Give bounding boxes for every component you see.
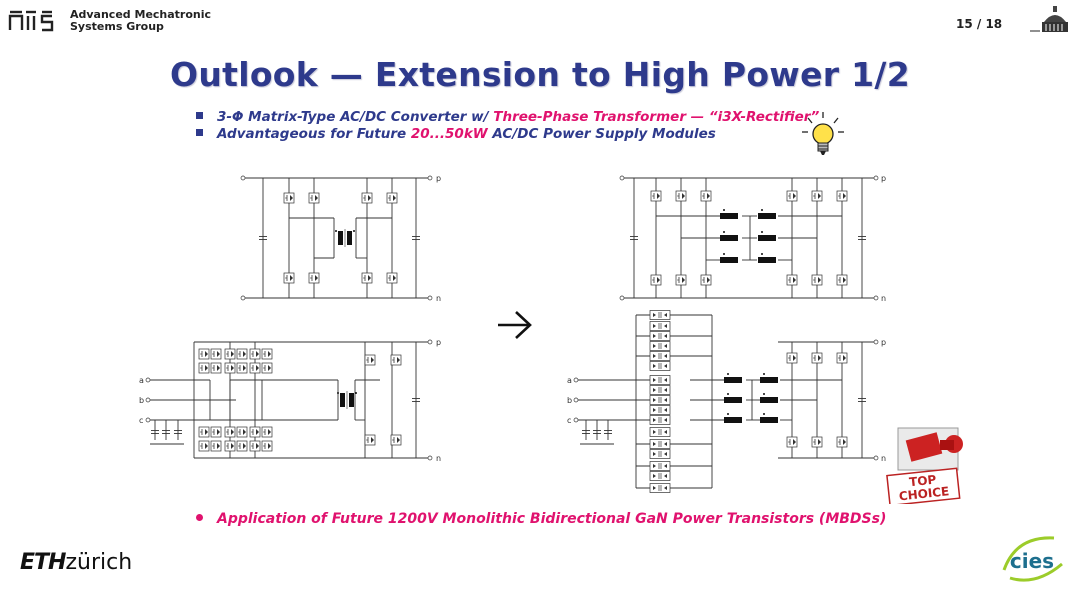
- page-title: Outlook — Extension to High Power 1/2: [169, 55, 911, 94]
- terminal-n: n: [436, 454, 441, 463]
- terminal-p: p: [881, 174, 886, 183]
- circuit-bottom-left: [148, 341, 430, 459]
- terminal-p: p: [436, 338, 441, 347]
- bullet-square-icon: [196, 112, 203, 119]
- terminal-c: c: [567, 416, 571, 425]
- terminal-p: p: [436, 174, 441, 183]
- bullet-dot-icon: [196, 514, 203, 521]
- bullet-text-post: AC/DC Power Supply Modules: [487, 126, 716, 142]
- top-choice-stamp: TOP CHOICE: [886, 427, 963, 504]
- terminal-n: n: [881, 294, 886, 303]
- arrow-right-icon: [498, 311, 532, 339]
- stamp-line2: CHOICE: [898, 484, 950, 503]
- terminal-b: b: [567, 396, 572, 405]
- cies-logo-text: cies: [1010, 549, 1054, 573]
- bullet-text: 3-Φ Matrix-Type AC/DC Converter w/: [217, 109, 494, 125]
- terminal-a: a: [139, 376, 144, 385]
- bullet-square-icon: [196, 129, 203, 136]
- page-number: 15 / 18: [956, 17, 1003, 31]
- bullet-highlight: Three-Phase Transformer — “i3X-Rectifier…: [493, 109, 820, 125]
- eth-logo-rest: zürich: [65, 550, 133, 575]
- terminal-n: n: [881, 454, 886, 463]
- lightbulb-icon: [802, 112, 844, 155]
- terminal-n: n: [436, 294, 441, 303]
- ams-logo: [8, 10, 54, 32]
- terminal-p: p: [881, 338, 886, 347]
- bottom-bullet: Application of Future 1200V Monolithic B…: [196, 511, 886, 527]
- bullet-item: 3-Φ Matrix-Type AC/DC Converter w/ Three…: [196, 109, 819, 126]
- cies-logo: cies: [1002, 536, 1063, 582]
- circuit-top-left: [243, 177, 430, 299]
- group-name-line2: Systems Group: [70, 20, 164, 33]
- bullet-text: Advantageous for Future: [217, 126, 411, 142]
- terminal-a: a: [567, 376, 572, 385]
- bottom-bullet-text: Application of Future 1200V Monolithic B…: [217, 511, 887, 527]
- group-name: Advanced Mechatronic Systems Group: [70, 9, 211, 33]
- terminal-c: c: [139, 416, 143, 425]
- eth-zurich-logo: ETHzürich: [20, 550, 132, 575]
- dome-icon: [1030, 6, 1068, 32]
- stamp-line1: TOP: [908, 473, 937, 490]
- group-name-line1: Advanced Mechatronic: [70, 8, 212, 21]
- bullet-list: 3-Φ Matrix-Type AC/DC Converter w/ Three…: [196, 109, 819, 143]
- bullet-highlight: 20...50kW: [410, 126, 488, 142]
- bullet-item: Advantageous for Future 20...50kW AC/DC …: [196, 126, 819, 143]
- terminal-b: b: [139, 396, 144, 405]
- eth-logo-bold: ETH: [20, 550, 66, 575]
